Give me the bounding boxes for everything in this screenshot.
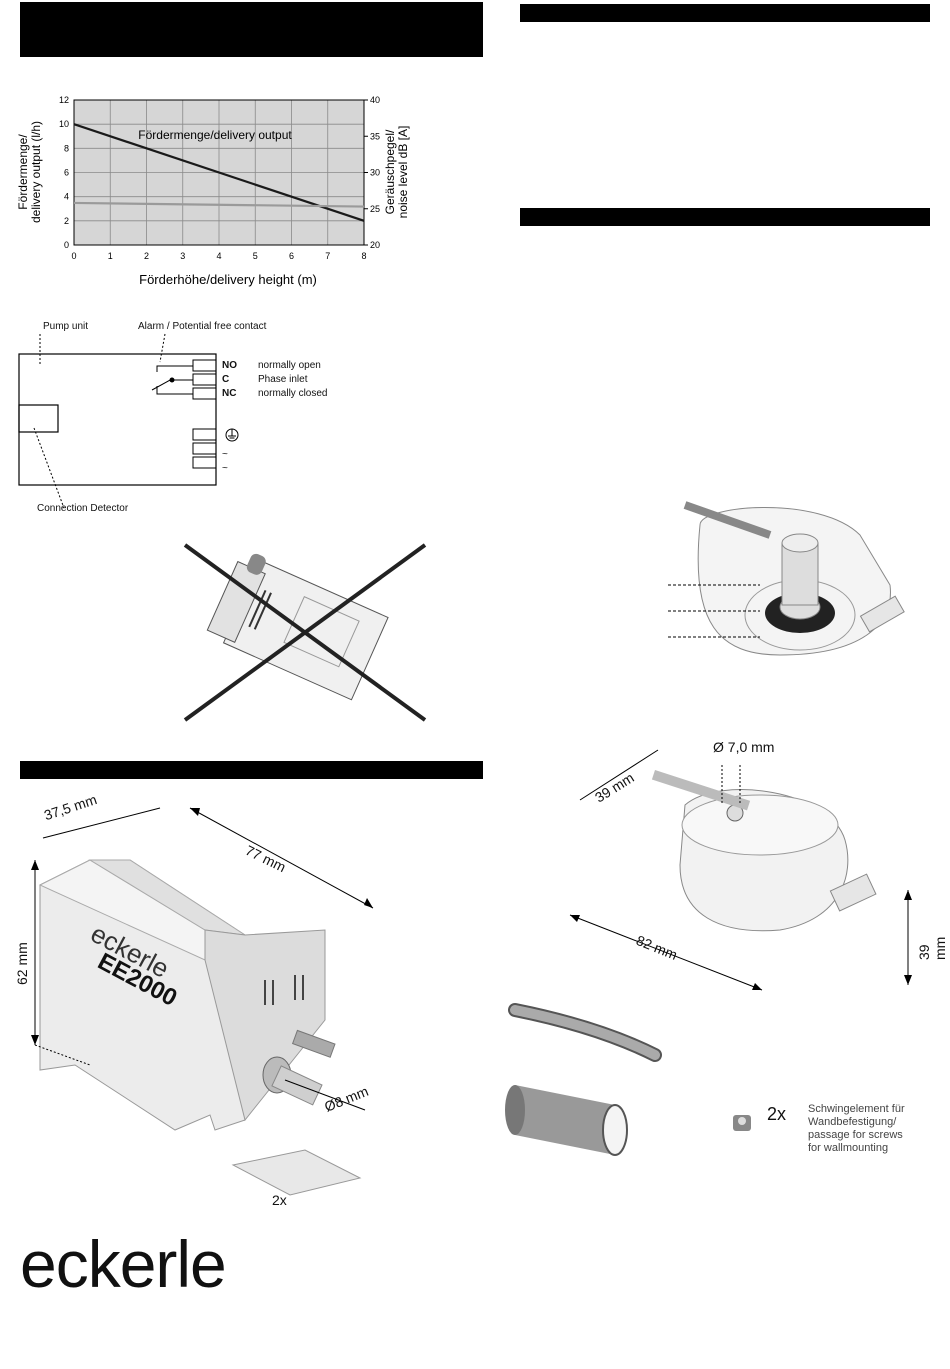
chart-y2-label: Geräuschpegel/noise level dB [A] [383, 126, 410, 219]
alarm-label: Alarm / Potential free contact [138, 321, 267, 332]
no-label: NO [222, 360, 237, 371]
chart-y-tick: 12 [59, 95, 69, 105]
chart-y-tick: 2 [64, 216, 69, 226]
c-label: C [222, 374, 230, 385]
tilde-1: ~ [222, 449, 228, 460]
chart-x-tick: 1 [108, 251, 113, 261]
grommet-description: Schwingelement für Wandbefestigung/ pass… [808, 1103, 905, 1154]
chart-y-label: Fördermenge/delivery output (l/h) [16, 121, 43, 223]
incorrect-mounting-illustration [183, 543, 427, 722]
reservoir-illustration [668, 501, 905, 656]
chart-y2-tick: 25 [370, 204, 380, 214]
pump-dimension-illustration [31, 807, 374, 1196]
pump-unit-box [18, 353, 217, 486]
series-noise-level [73, 201, 365, 208]
chart-x-tick: 3 [180, 251, 185, 261]
c-desc: Phase inlet [258, 374, 308, 385]
reservoir-dimension-illustration [569, 749, 912, 991]
no-desc: normally open [258, 360, 321, 371]
header-bar-left [20, 2, 483, 57]
nc-label: NC [222, 388, 237, 399]
cross-line-2 [183, 543, 427, 722]
chart-y2-tick: 35 [370, 131, 380, 141]
chart-y2-tick: 40 [370, 95, 380, 105]
chart-y-tick: 4 [64, 192, 69, 202]
accessories-illustration [505, 1003, 751, 1156]
header-bar-right-2 [520, 208, 930, 226]
chart-y-tick: 0 [64, 240, 69, 250]
detector-leader [33, 427, 65, 509]
nc-desc: normally closed [258, 388, 328, 399]
chart-annotation: Fördermenge/delivery output [138, 128, 292, 142]
pad-count: 2x [272, 1192, 287, 1208]
chart-x-tick: 7 [325, 251, 330, 261]
chart-x-tick: 5 [253, 251, 258, 261]
chart-y-tick: 6 [64, 168, 69, 178]
chart-x-tick: 4 [216, 251, 221, 261]
dim-39-side: 39 mm [916, 936, 948, 960]
brand-logo: eckerle [20, 1227, 227, 1301]
pump-unit-label: Pump unit [43, 321, 89, 332]
detector-label: Connection Detector [37, 503, 129, 514]
tilde-2: ~ [222, 463, 228, 474]
chart-x-tick: 6 [289, 251, 294, 261]
alarm-leader [159, 333, 166, 363]
earth-ground-icon [225, 428, 239, 442]
series-delivery-output [73, 123, 365, 222]
dim-62: 62 mm [14, 942, 30, 985]
chart-y-tick: 10 [59, 119, 69, 129]
chart-y2-tick: 30 [370, 168, 380, 178]
grommet-icon [733, 1115, 751, 1131]
grommet-count: 2x [767, 1104, 787, 1124]
detector-box [18, 404, 59, 433]
header-bar-right-1 [520, 4, 930, 22]
chart-y-tick: 8 [64, 143, 69, 153]
chart-x-label: Förderhöhe/delivery height (m) [139, 272, 317, 287]
chart-x-tick: 0 [71, 251, 76, 261]
chart-x-tick: 8 [361, 251, 366, 261]
dim-7-0: Ø 7,0 mm [713, 739, 775, 755]
chart-y2-tick: 20 [370, 240, 380, 250]
chart-x-tick: 2 [144, 251, 149, 261]
header-bar-left-2 [20, 761, 483, 779]
wiring-diagram [18, 333, 239, 509]
